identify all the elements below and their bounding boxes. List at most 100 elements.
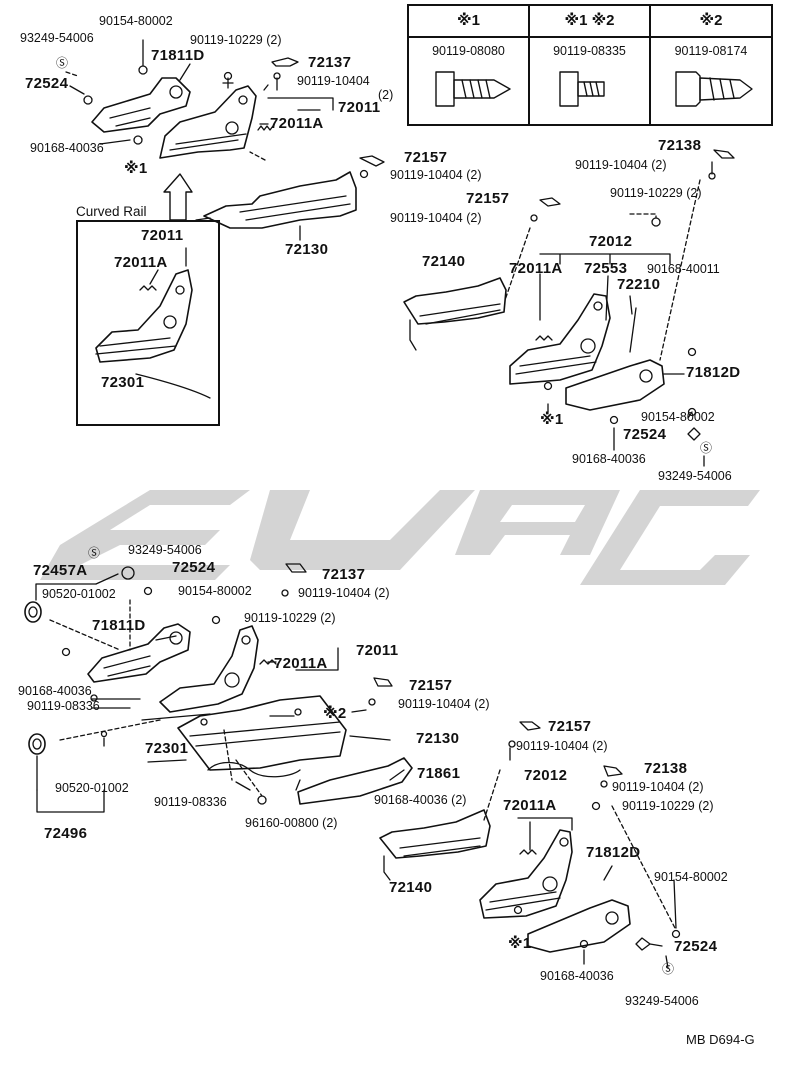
b2-s-badge-icon: Ⓢ <box>662 962 675 976</box>
label-b-72138: 72138 <box>644 760 688 777</box>
label-93249-54006: 93249-54006 <box>20 31 94 45</box>
label-72130: 72130 <box>285 241 329 258</box>
label-b-72301: 72301 <box>145 740 189 757</box>
label-b-note-2: ※2 <box>323 705 347 722</box>
legend-col-1: ※1 90119-08080 <box>409 6 530 124</box>
label-90168-40036: 90168-40036 <box>30 141 104 155</box>
label-b-72157b: 72157 <box>548 718 592 735</box>
legend-col-1-part: 90119-08080 <box>432 44 505 58</box>
legend-col-3-part: 90119-08174 <box>674 44 748 58</box>
lower-right-assembly <box>379 721 681 969</box>
label-b-72137: 72137 <box>322 566 366 583</box>
label-b-72012: 72012 <box>524 767 568 784</box>
label-b-90119-10229b: 90119-10229 (2) <box>622 799 714 813</box>
label-b-90520-01002: 90520-01002 <box>42 587 116 601</box>
label-r-72011a: 72011A <box>509 260 563 277</box>
label-r-90168-40011: 90168-40011 <box>647 262 720 276</box>
label-r-71812d: 71812D <box>686 364 741 381</box>
label-r-note-1: ※1 <box>540 411 564 428</box>
label-b-90168-40036-2: 90168-40036 (2) <box>374 793 467 807</box>
label-b-90119-10404: 90119-10404 (2) <box>298 586 390 600</box>
inset-label-72011: 72011 <box>141 227 184 244</box>
label-r-90119-10404b: 90119-10404 (2) <box>390 211 482 225</box>
label-qty-2: (2) <box>378 88 394 102</box>
b-s-badge-icon: Ⓢ <box>88 546 101 560</box>
label-b-72157: 72157 <box>409 677 453 694</box>
label-b-72011a2: 72011A <box>503 797 557 814</box>
curved-rail-inset <box>76 220 220 426</box>
label-72157: 72157 <box>404 149 448 166</box>
label-b-93249-54006b: 93249-54006 <box>625 994 699 1008</box>
legend-col-2-header: ※1 ※2 <box>530 6 649 38</box>
label-b-90119-10404b: 90119-10404 (2) <box>398 697 490 711</box>
label-90154-80002: 90154-80002 <box>99 14 173 28</box>
label-r-90168-40036: 90168-40036 <box>572 452 646 466</box>
label-b-90154-80002b: 90154-80002 <box>654 870 728 884</box>
rail-72130 <box>195 155 385 241</box>
label-r-90154-80002: 90154-80002 <box>641 410 715 424</box>
label-b-71811d: 71811D <box>92 617 146 634</box>
label-b-note-1: ※1 <box>508 935 532 952</box>
label-b-72011a: 72011A <box>274 655 328 672</box>
label-72011a: 72011A <box>270 115 324 132</box>
label-r-72553: 72553 <box>584 260 628 277</box>
label-r-93249-54006: 93249-54006 <box>658 469 732 483</box>
legend-col-3: ※2 90119-08174 <box>651 6 771 124</box>
label-90119-10229: 90119-10229 (2) <box>190 33 282 47</box>
label-b-90168-40036b: 90168-40036 <box>540 969 614 983</box>
label-note-1: ※1 <box>124 160 148 177</box>
label-b-90119-08336: 90119-08336 <box>27 699 100 713</box>
label-b-72457a: 72457A <box>33 562 88 579</box>
inset-label-72011a: 72011A <box>114 254 168 271</box>
label-72137: 72137 <box>308 54 352 71</box>
diagram-reference-code: MB D694-G <box>686 1032 755 1047</box>
lower-left-assembly <box>24 563 413 813</box>
s-badge-icon: Ⓢ <box>56 56 69 70</box>
r-s-badge-icon: Ⓢ <box>700 441 713 455</box>
label-r-72157: 72157 <box>466 190 510 207</box>
label-b-90119-10404c: 90119-10404 (2) <box>516 739 608 753</box>
label-b-93249-54006: 93249-54006 <box>128 543 202 557</box>
label-b-72524b: 72524 <box>674 938 718 955</box>
label-b-90119-10229: 90119-10229 (2) <box>244 611 336 625</box>
legend-col-2: ※1 ※2 90119-08335 <box>530 6 651 124</box>
legend-bolts <box>435 71 753 107</box>
label-r-72140: 72140 <box>422 253 466 270</box>
label-b-90520-01002b: 90520-01002 <box>55 781 129 795</box>
label-90119-10404-2: 90119-10404 (2) <box>390 168 482 182</box>
flat-bolt-icon <box>530 66 649 116</box>
label-72011: 72011 <box>338 99 381 116</box>
label-r-72012: 72012 <box>589 233 633 250</box>
top-left-assembly <box>65 39 334 221</box>
label-b-71812d: 71812D <box>586 844 641 861</box>
label-72524: 72524 <box>25 75 69 92</box>
tapered-bolt-icon <box>651 66 771 116</box>
label-b-90168-40036: 90168-40036 <box>18 684 92 698</box>
label-b-72496: 72496 <box>44 825 88 842</box>
label-b-72011: 72011 <box>356 642 399 659</box>
fastener-legend-table: ※1 90119-08080 ※1 ※2 90119-08335 ※2 9011… <box>407 4 773 126</box>
curved-rail-inset-art <box>95 247 211 399</box>
label-b-96160-00800: 96160-00800 (2) <box>245 816 338 830</box>
legend-col-3-header: ※2 <box>651 6 771 38</box>
label-r-72210: 72210 <box>617 276 661 293</box>
label-b-90154-80002: 90154-80002 <box>178 584 252 598</box>
label-90119-10404: 90119-10404 <box>297 74 370 88</box>
label-b-90119-08336b: 90119-08336 <box>154 795 227 809</box>
top-right-assembly <box>403 149 735 467</box>
label-72138: 72138 <box>658 137 702 154</box>
label-b-72140: 72140 <box>389 879 433 896</box>
label-r-90119-10404: 90119-10404 (2) <box>575 158 667 172</box>
label-b-71861: 71861 <box>417 765 461 782</box>
label-71811d: 71811D <box>151 47 205 64</box>
pointed-bolt-icon <box>409 66 528 116</box>
legend-col-1-header: ※1 <box>409 6 528 38</box>
legend-col-2-part: 90119-08335 <box>553 44 626 58</box>
label-r-72524: 72524 <box>623 426 667 443</box>
label-b-72130: 72130 <box>416 730 460 747</box>
label-r-90119-10229: 90119-10229 (2) <box>610 186 702 200</box>
inset-title: Curved Rail <box>76 204 147 219</box>
inset-label-72301: 72301 <box>101 374 145 391</box>
